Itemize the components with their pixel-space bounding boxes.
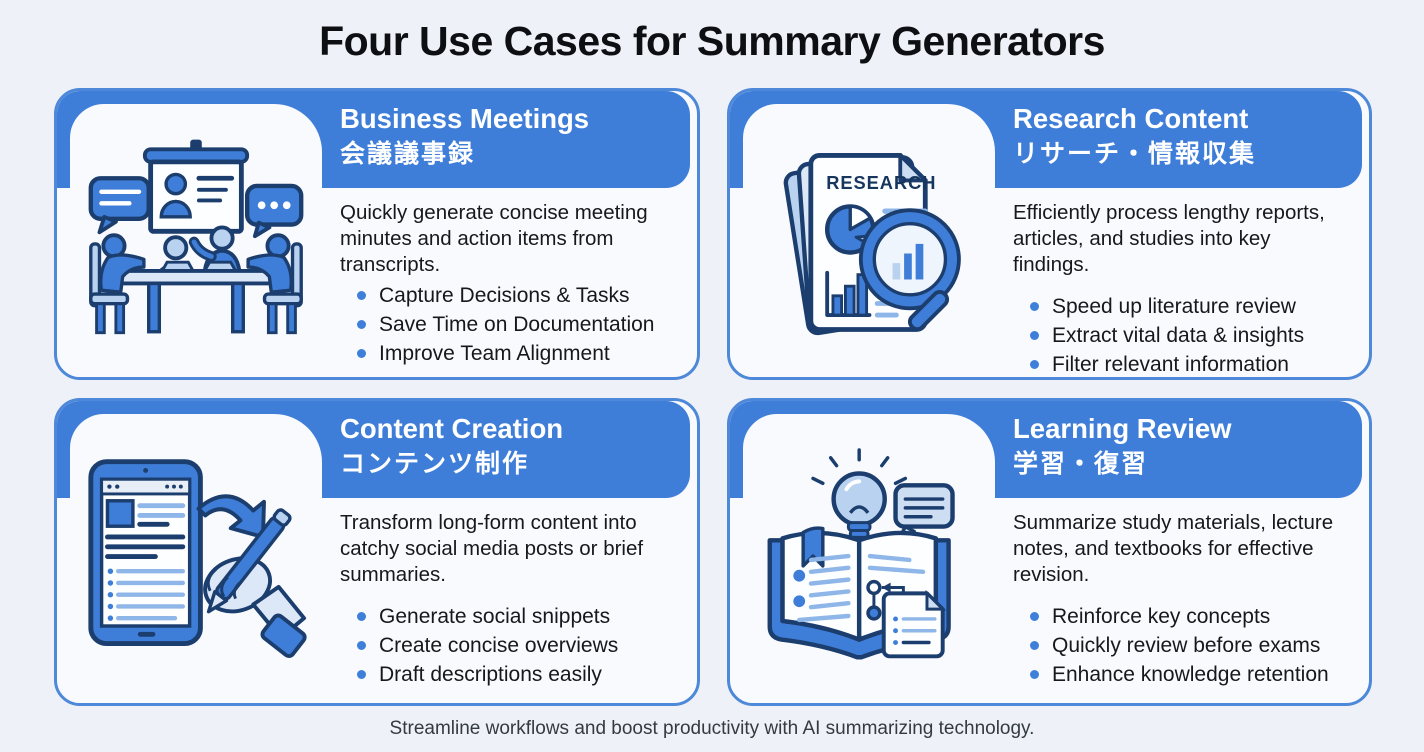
bullet-dot-icon: [1030, 641, 1039, 651]
footer-note: Streamline workflows and boost productiv…: [389, 718, 1035, 739]
bullet-dot-icon: [357, 291, 366, 301]
content-creation-icon: [88, 459, 307, 659]
bullet-text: Capture Decisions & Tasks: [379, 283, 630, 307]
bullet-item: Create concise overviews: [357, 631, 677, 660]
bullet-dot-icon: [357, 349, 366, 359]
bullet-item: Quickly review before exams: [1030, 631, 1349, 660]
bullet-item: Enhance knowledge retention: [1030, 660, 1349, 689]
bullet-text: Generate social snippets: [379, 604, 611, 628]
bullet-item: Improve Team Alignment: [357, 339, 677, 368]
bullet-dot-icon: [357, 612, 366, 622]
bullet-text: Draft descriptions easily: [379, 662, 602, 686]
card-body: Efficiently process lengthy reports, art…: [1013, 200, 1349, 377]
bullet-list: Reinforce key concepts Quickly review be…: [1030, 602, 1349, 689]
bullet-item: Generate social snippets: [357, 602, 677, 631]
meeting-icon: [88, 139, 304, 334]
bullet-text: Quickly review before exams: [1052, 633, 1321, 657]
research-icon: RESEARCH: [783, 152, 961, 335]
card-content-creation: Content Creation コンテンツ制作: [54, 398, 700, 706]
bullet-item: Speed up literature review: [1030, 292, 1349, 321]
card-title-en: Research Content: [1013, 103, 1249, 134]
bullet-dot-icon: [1030, 612, 1039, 622]
bullet-text: Speed up literature review: [1052, 294, 1296, 318]
bullet-list: Generate social snippets Create concise …: [357, 602, 677, 689]
bullet-list: Capture Decisions & Tasks Save Time on D…: [357, 281, 677, 368]
bullet-item: Save Time on Documentation: [357, 310, 677, 339]
card-learning-review: Learning Review 学習・復習: [727, 398, 1372, 706]
bullet-text: Enhance knowledge retention: [1052, 662, 1329, 686]
bullet-dot-icon: [357, 670, 366, 680]
card-title-ja: 学習・復習: [1013, 450, 1149, 478]
cards-grid: Business Meetings 会議議事録: [54, 88, 1372, 706]
bullet-dot-icon: [357, 320, 366, 330]
research-doc-label: RESEARCH: [826, 172, 936, 193]
card-body: Quickly generate concise meeting minutes…: [340, 200, 677, 368]
card-description: Efficiently process lengthy reports, art…: [1013, 201, 1325, 276]
icon-panel: [70, 414, 322, 703]
bullet-item: Extract vital data & insights: [1030, 321, 1349, 350]
card-body: Transform long-form content into catchy …: [340, 510, 677, 689]
bullet-dot-icon: [1030, 670, 1039, 680]
icon-panel: RESEARCH: [743, 104, 995, 377]
card-body: Summarize study materials, lecture notes…: [1013, 510, 1349, 689]
card-description: Transform long-form content into catchy …: [340, 511, 644, 586]
bullet-text: Filter relevant information: [1052, 352, 1289, 376]
bullet-text: Reinforce key concepts: [1052, 604, 1271, 628]
card-title-ja: リサーチ・情報収集: [1013, 140, 1257, 168]
icon-panel: [70, 104, 322, 377]
bullet-text: Extract vital data & insights: [1052, 323, 1305, 347]
bullet-item: Reinforce key concepts: [1030, 602, 1349, 631]
bullet-dot-icon: [1030, 360, 1039, 370]
bullet-text: Save Time on Documentation: [379, 312, 655, 336]
card-title-ja: 会議議事録: [340, 140, 476, 168]
bullet-list: Speed up literature review Extract vital…: [1030, 292, 1349, 377]
card-business-meetings: Business Meetings 会議議事録: [54, 88, 700, 380]
bullet-dot-icon: [1030, 302, 1039, 312]
learning-icon: [767, 447, 955, 659]
card-title-ja: コンテンツ制作: [340, 450, 530, 478]
bullet-text: Improve Team Alignment: [379, 341, 610, 365]
card-title-en: Content Creation: [340, 413, 564, 444]
bullet-dot-icon: [1030, 331, 1039, 341]
bullet-item: Filter relevant information: [1030, 350, 1349, 377]
card-title-en: Business Meetings: [340, 103, 590, 134]
bullet-text: Create concise overviews: [379, 633, 619, 657]
icon-panel: [743, 414, 995, 703]
bullet-item: Draft descriptions easily: [357, 660, 677, 689]
card-title-en: Learning Review: [1013, 413, 1232, 444]
bullet-item: Capture Decisions & Tasks: [357, 281, 677, 310]
page-title: Four Use Cases for Summary Generators: [319, 18, 1105, 64]
card-description: Summarize study materials, lecture notes…: [1013, 511, 1334, 586]
card-research-content: Research Content リサーチ・情報収集 RESEARCH: [727, 88, 1372, 380]
bullet-dot-icon: [357, 641, 366, 651]
card-description: Quickly generate concise meeting minutes…: [340, 201, 648, 276]
